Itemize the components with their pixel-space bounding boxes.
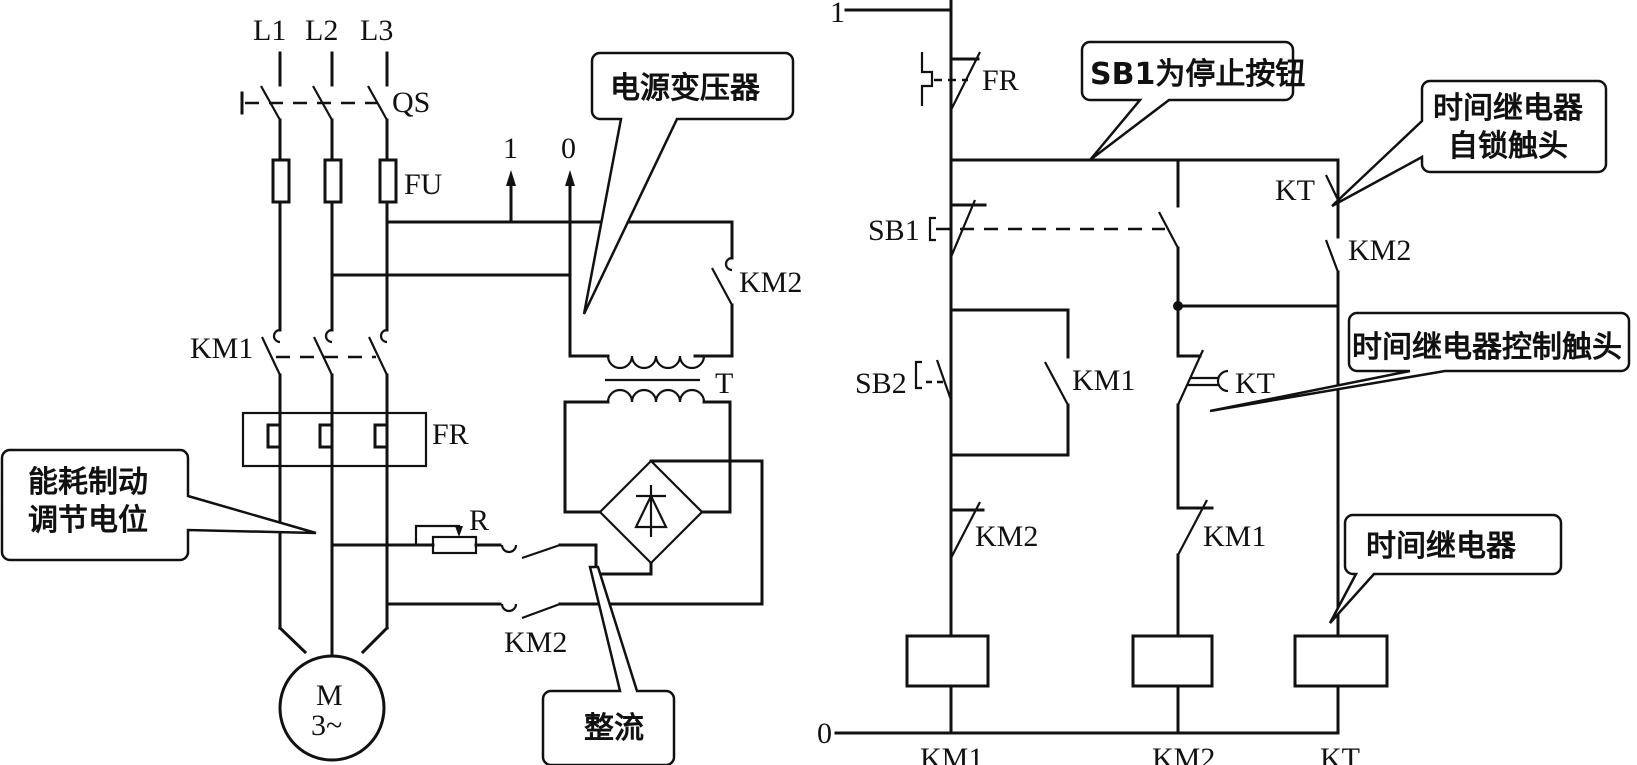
stop-button-sb1: SB1: [868, 158, 1180, 258]
tap-0-arrow: 0: [561, 132, 576, 277]
supply-top-label: 1: [830, 0, 845, 29]
phase-label-l3: L3: [360, 14, 393, 47]
thermal-relay-fr: FR: [241, 411, 469, 468]
start-button-sb2: SB2: [855, 359, 953, 401]
callout-brake-adjust: 能耗制动 调节电位: [0, 448, 317, 562]
callout-brake-adjust-line2: 调节电位: [28, 503, 148, 538]
fr-contact-label: FR: [982, 64, 1019, 97]
phase-label-l2: L2: [305, 14, 338, 47]
callout-kt-control: 时间继电器控制触头: [1209, 311, 1631, 413]
contact-kt-timed: KT: [1176, 349, 1275, 406]
coil-km1: [905, 634, 990, 688]
contact-km2-brake-lower: KM2: [500, 602, 764, 659]
kt-timed-label: KT: [1235, 367, 1275, 400]
tap-1-arrow: 1: [503, 132, 518, 224]
km1-interlock-label: KM1: [1203, 520, 1266, 553]
fr-power-label: FR: [432, 418, 469, 451]
control-circuit: 1 FR SB1: [817, 0, 1411, 765]
contact-km2-selflock: KM2: [1324, 234, 1411, 638]
callout-stop-button: SB1为停止按钮: [1080, 40, 1305, 161]
motor-m: M 3~: [277, 625, 390, 762]
callout-transformer-text: 电源变压器: [610, 71, 761, 106]
contact-km1-holding: KM1: [1044, 361, 1135, 406]
isolator-label: QS: [392, 86, 430, 119]
callout-rectifier: 整流: [541, 565, 676, 765]
km1-main-label: KM1: [190, 332, 253, 365]
motor-phase-label: 3~: [311, 709, 342, 742]
callout-kt-selflock-line2: 自锁触头: [1448, 129, 1568, 164]
callout-kt-relay-text: 时间继电器: [1366, 529, 1517, 564]
sb1-label: SB1: [868, 214, 920, 247]
fuse-label: FU: [404, 168, 443, 201]
callout-kt-selflock-line1: 时间继电器: [1433, 91, 1584, 126]
isolator-switch-qs: QS: [240, 51, 430, 121]
km2-brake-label: KM2: [504, 626, 567, 659]
transformer-label: T: [715, 367, 733, 400]
resistor-label: R: [469, 504, 489, 537]
callout-stop-button-text: SB1为停止按钮: [1090, 57, 1305, 92]
resistor-r: R: [330, 504, 502, 555]
callout-kt-control-text: 时间继电器控制触头: [1352, 330, 1622, 365]
coil-km2: [1131, 634, 1214, 688]
coil-label-km1: KM1: [920, 742, 983, 765]
km2-interlock-label: KM2: [975, 520, 1038, 553]
motor-label: M: [316, 679, 343, 712]
fuses-fu: FU: [271, 158, 443, 204]
tap-0-label: 0: [561, 132, 576, 165]
power-circuit: L1 L2 L3 QS FU: [190, 14, 802, 762]
callout-transformer: 电源变压器: [582, 51, 795, 315]
tap-1-label: 1: [503, 132, 518, 165]
km2-selflock-label: KM2: [1348, 234, 1411, 267]
km2-transformer-label: KM2: [739, 266, 802, 299]
contact-kt-selflock: KT: [1275, 158, 1340, 239]
callout-brake-adjust-line1: 能耗制动: [28, 465, 148, 500]
contact-km1-interlock: KM1: [1176, 499, 1266, 556]
contact-fr-nc: FR: [920, 51, 1019, 111]
contact-km2-brake-upper: [500, 543, 598, 560]
callout-rectifier-text: 整流: [584, 711, 644, 746]
coil-label-kt: KT: [1320, 742, 1360, 765]
transformer-t: T: [605, 355, 733, 403]
coil-label-km2: KM2: [1152, 742, 1215, 765]
sb2-label: SB2: [855, 367, 907, 400]
contactor-km1-main: KM1: [190, 328, 388, 376]
coil-kt: [1293, 634, 1389, 688]
phase-label-l1: L1: [253, 14, 286, 47]
callout-kt-relay: 时间继电器: [1328, 513, 1563, 624]
kt-selflock-label: KT: [1275, 174, 1315, 207]
callout-kt-selflock: 时间继电器 自锁触头: [1331, 79, 1608, 208]
supply-bottom-label: 0: [817, 717, 832, 750]
contact-km2-transformer: KM2: [693, 220, 802, 358]
bridge-rectifier: [598, 459, 704, 565]
km1-holding-label: KM1: [1072, 364, 1135, 397]
contact-km2-interlock: KM2: [949, 501, 1038, 559]
